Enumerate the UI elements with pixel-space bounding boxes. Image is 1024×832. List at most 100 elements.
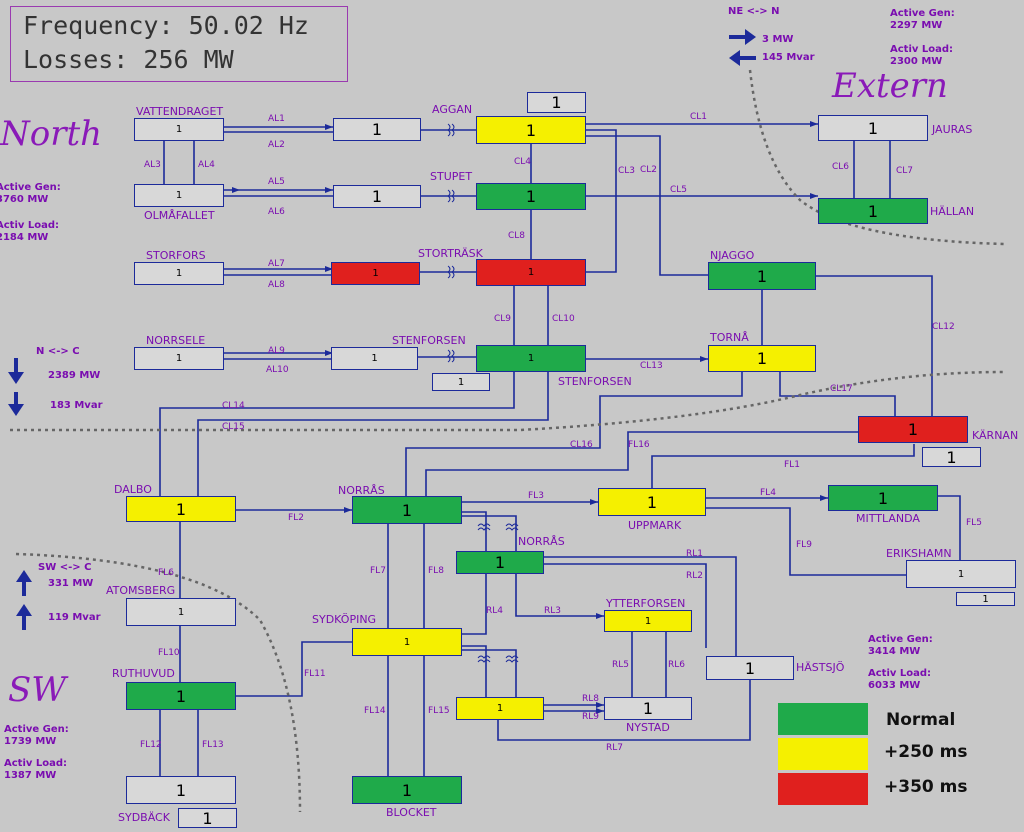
sw-active-load: Activ Load: 1387 MW [4,758,68,781]
line-label-fl7: FL7 [370,566,386,576]
bus-label-norras-2: NORRÅS [518,535,565,548]
bus-label-olmafallet: OLMÅFALLET [144,209,215,222]
bus-olmafallet[interactable]: 1 [134,184,224,207]
bus-label-hastsjo: HÄSTSJÖ [796,661,845,674]
line-label-al6: AL6 [268,207,285,217]
bus-norras[interactable]: 1 [352,496,462,524]
bus-erikshamn[interactable]: 1 [906,560,1016,588]
ne-n-title: NE <-> N [728,6,780,17]
bus-njaggo[interactable]: 1 [708,262,816,290]
bus-nystad-feed[interactable]: 1 [456,697,544,720]
north-active-load: Activ Load: 2184 MW [0,220,60,243]
bus-norrsele[interactable]: 1 [134,347,224,370]
line-label-cl2: CL2 [640,165,658,175]
bus-sydback[interactable]: 1 [126,776,236,804]
line-cl2 [586,135,708,276]
bus-label-atomsberg: ATOMSBERG [106,584,176,597]
line-label-fl1: FL1 [784,460,800,470]
line-label-fl14: FL14 [364,706,386,716]
sw-c-mw: 331 MW [48,578,94,589]
line-label-cl9: CL9 [494,314,512,324]
region-extern: Extern [832,66,948,106]
n-c-mw: 2389 MW [48,370,101,381]
bus-hallan[interactable]: 1 [818,198,928,224]
line-cl15 [197,372,549,496]
n-c-mvar: 183 Mvar [50,400,103,411]
line-label-rl5: RL5 [612,660,629,670]
bus-storfors[interactable]: 1 [134,262,224,285]
bus-norras-2[interactable]: 1 [456,551,544,574]
bus-label-vattendraget: VATTENDRAGET [136,105,224,118]
bus-label-storfors: STORFORS [146,249,206,262]
line-rl2 [544,563,707,648]
line-label-fl11: FL11 [304,669,326,679]
erikshamn-tag: 1 [956,592,1015,606]
bus-jauras[interactable]: 1 [818,115,928,141]
line-rl1 [544,556,737,656]
line-label-al1: AL1 [268,114,285,124]
line-label-al5: AL5 [268,177,285,187]
bus-blocket[interactable]: 1 [352,776,462,804]
losses-readout: Losses: 256 MW [23,45,234,74]
bus-uppmark[interactable]: 1 [598,488,706,516]
line-label-al10: AL10 [266,365,289,375]
bus-stenforsen[interactable]: 1 [476,345,586,372]
bus-label-karnan: KÄRNAN [972,429,1019,442]
bus-ruthuvud[interactable]: 1 [126,682,236,710]
bus-label-njaggo: NJAGGO [710,249,755,262]
bus-label-norrsele: NORRSELE [146,334,206,347]
ne-n-mw: 3 MW [762,34,794,45]
line-label-cl1: CL1 [690,112,708,122]
bus-label-stupet: STUPET [430,170,473,183]
line-label-rl9: RL9 [582,712,599,722]
line-rl3 [515,574,604,617]
bus-sydkoping[interactable]: 1 [352,628,462,656]
line-label-fl3: FL3 [528,491,544,501]
c-active-gen: Active Gen: 3414 MW [868,634,933,657]
bus-label-dalbo: DALBO [114,483,152,496]
bus-norrsele-b[interactable]: 1 [331,347,418,370]
bus-vattendraget[interactable]: 1 [134,118,224,141]
frequency-readout: Frequency: 50.02 Hz [23,11,309,40]
line-label-cl12: CL12 [932,322,955,332]
line-label-fl12: FL12 [140,740,162,750]
line-label-rl6: RL6 [668,660,685,670]
bus-nystad[interactable]: 1 [604,697,692,720]
line-label-cl14: CL14 [222,401,245,411]
line-label-rl2: RL2 [686,571,703,581]
bus-stortrask[interactable]: 1 [476,259,586,286]
line-label-cl3: CL3 [618,166,636,176]
bus-stupet[interactable]: 1 [476,183,586,210]
line-label-al9: AL9 [268,346,285,356]
line-cl16 [405,372,743,496]
bus-dalbo[interactable]: 1 [126,496,236,522]
line-fl9 [706,507,906,576]
bus-torna[interactable]: 1 [708,345,816,372]
bus-karnan[interactable]: 1 [858,416,968,443]
bus-label-blocket: BLOCKET [386,806,437,819]
bus-label-stortrask: STORTRÄSK [418,247,483,260]
bus-olmafallet-b[interactable]: 1 [333,185,421,208]
line-cl17 [779,372,896,417]
region-north: North [0,114,103,154]
line-label-rl8: RL8 [582,694,599,704]
bus-atomsberg[interactable]: 1 [126,598,236,626]
line-label-cl10: CL10 [552,314,575,324]
line-label-fl16: FL16 [628,440,650,450]
line-label-cl16: CL16 [570,440,593,450]
line-label-rl4: RL4 [486,606,503,616]
bus-mittlanda[interactable]: 1 [828,485,938,511]
bus-storfors-b[interactable]: 1 [331,262,420,285]
bus-vattendraget-b[interactable]: 1 [333,118,421,141]
bus-aggan[interactable]: 1 [476,116,586,144]
bus-label-ruthuvud: RUTHUVUD [112,667,175,680]
bus-hastsjo[interactable]: 1 [706,656,794,680]
bus-label-mittlanda: MITTLANDA [856,512,920,525]
line-label-al2: AL2 [268,140,285,150]
bus-label-uppmark: UPPMARK [628,519,682,532]
line-label-cl5: CL5 [670,185,688,195]
bus-label-norras: NORRÅS [338,484,385,497]
extern-active-load: Activ Load: 2300 MW [890,44,954,67]
bus-ytterforsen[interactable]: 1 [604,610,692,632]
